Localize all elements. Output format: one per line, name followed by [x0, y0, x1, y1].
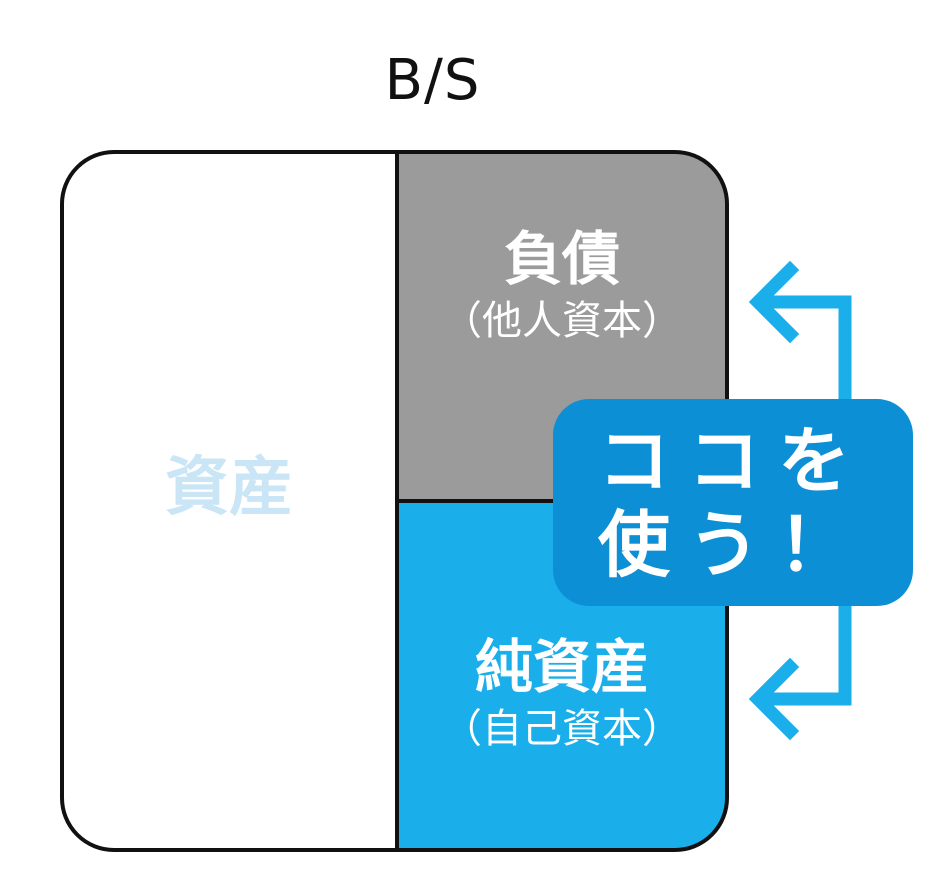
net-assets-sublabel: （自己資本） — [442, 705, 682, 752]
assets-block — [62, 152, 397, 850]
assets-label-group: 資産 — [62, 451, 396, 526]
liabilities-label-group: 負債 （他人資本） — [397, 226, 727, 345]
arrow-up-head-icon — [748, 260, 800, 344]
assets-label: 資産 — [165, 451, 293, 525]
callout-line-2: 使う！ — [597, 503, 868, 587]
arrow-down-head-icon — [748, 657, 800, 741]
balance-sheet-title: B/S — [384, 48, 481, 113]
callout-line-1: ココを — [597, 419, 868, 503]
net-assets-label: 純資産 — [474, 633, 649, 701]
liabilities-sublabel: （他人資本） — [442, 297, 682, 344]
net-assets-label-group: 純資産 （自己資本） — [397, 634, 727, 753]
liabilities-label: 負債 — [503, 225, 620, 293]
callout-bubble: ココを 使う！ — [553, 399, 913, 606]
